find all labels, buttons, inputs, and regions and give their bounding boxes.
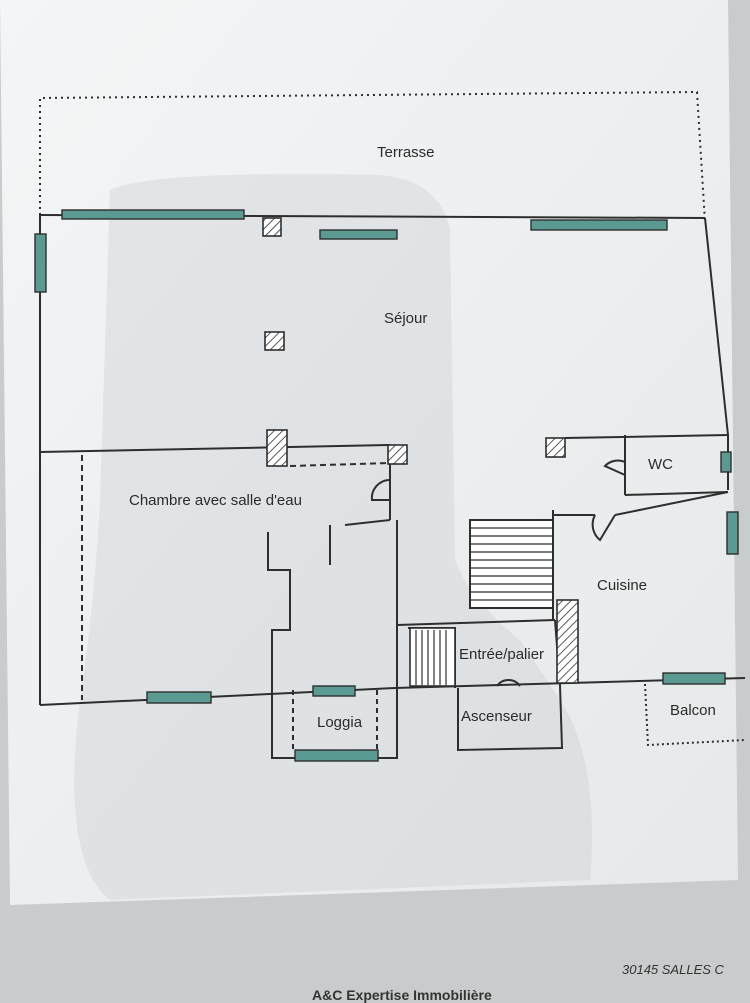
loggia-right-wall <box>378 520 398 759</box>
room-label-terrasse: Terrasse <box>377 144 435 161</box>
pillar-center <box>264 331 285 351</box>
photo-shadow <box>74 174 593 900</box>
wall-kitchen-top <box>553 491 729 516</box>
stairs-main <box>469 519 554 609</box>
footer-address: 30145 SALLES C <box>622 962 724 977</box>
window-top-left <box>61 209 245 220</box>
pillar-chambre-right <box>387 444 408 465</box>
room-label-ascenseur: Ascenseur <box>461 708 532 725</box>
window-loggia-bottom <box>294 749 379 762</box>
window-balcon <box>662 672 726 685</box>
window-bottom-left <box>146 691 212 704</box>
loggia-dashed <box>292 690 378 750</box>
stairs-treads <box>471 527 552 601</box>
wall-chambre-top <box>39 444 391 453</box>
room-label-sejour: Séjour <box>384 310 428 327</box>
pillar-kitchen <box>556 599 579 684</box>
door-chambre <box>370 478 391 501</box>
window-top-mid <box>319 229 398 240</box>
stairs-small <box>409 627 456 687</box>
wall-wc-bottom <box>624 491 729 496</box>
door-entree <box>496 679 521 687</box>
window-right-kitchen <box>726 511 739 555</box>
footer-company: A&C Expertise Immobilière <box>312 987 492 1003</box>
wall-entree-top <box>396 619 556 626</box>
door-wc <box>603 459 626 476</box>
terrace-outline <box>39 90 706 223</box>
wall-wc-top <box>564 434 729 439</box>
pillar-wc <box>545 437 566 458</box>
ascenseur-box <box>457 684 564 752</box>
window-right-wc <box>720 451 732 473</box>
window-left <box>34 233 47 293</box>
pillar-chambre <box>266 429 288 467</box>
balcon-outline <box>644 683 746 747</box>
window-top-right <box>530 219 668 231</box>
room-label-wc: WC <box>648 456 673 473</box>
room-label-loggia: Loggia <box>317 714 363 731</box>
room-label-cuisine: Cuisine <box>597 577 648 594</box>
room-label-chambre: Chambre avec salle d'eau <box>129 492 302 509</box>
wall-bath-top <box>344 519 391 526</box>
room-label-balcon: Balcon <box>670 702 716 719</box>
door-kitchen <box>591 514 616 542</box>
wall-dressing <box>267 532 295 759</box>
wall-chambre-dashed <box>289 462 391 467</box>
pillar-top <box>262 217 282 237</box>
room-label-entree: Entrée/palier <box>459 646 545 663</box>
window-loggia-top <box>312 685 356 697</box>
